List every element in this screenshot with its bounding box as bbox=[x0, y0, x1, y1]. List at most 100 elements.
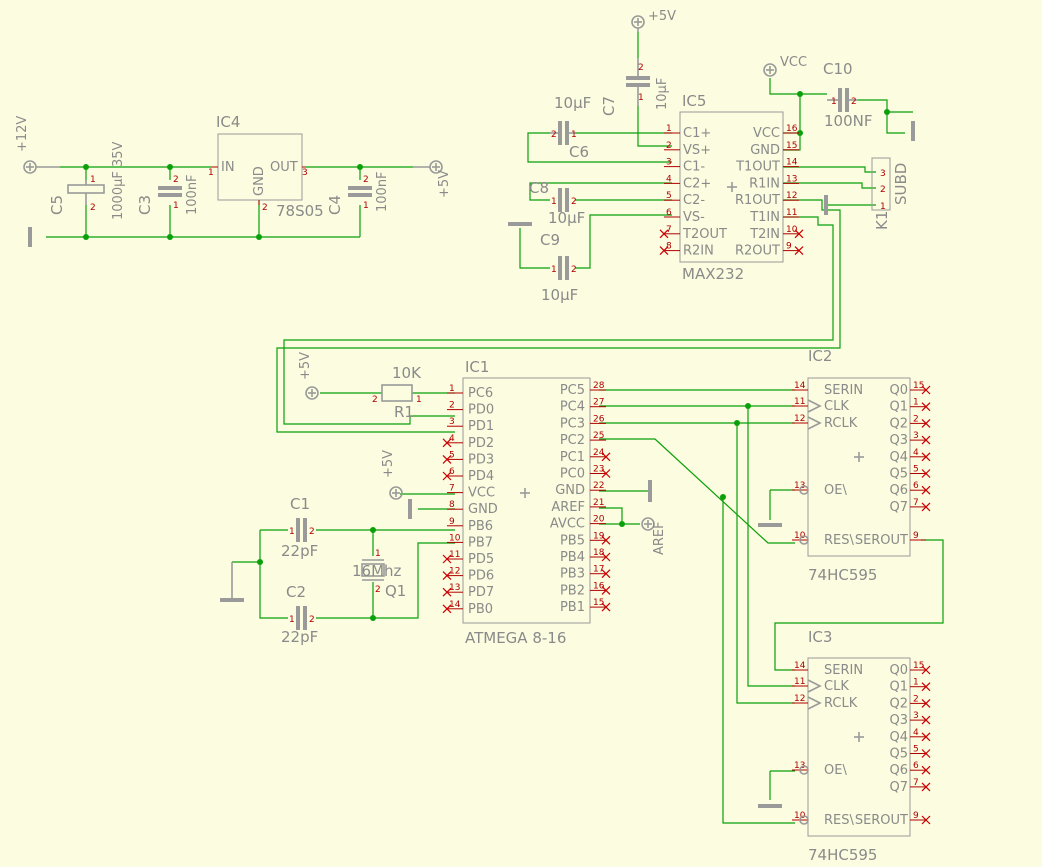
ic2-left-pin-number: 10 bbox=[794, 531, 806, 541]
c2-ref: C2 bbox=[286, 583, 306, 601]
ic3-right-pin-number: 2 bbox=[913, 694, 919, 704]
svg-text:2: 2 bbox=[173, 175, 179, 185]
ic2-right-pin-number: 9 bbox=[913, 531, 919, 541]
ic1-right-pin-number: 26 bbox=[593, 414, 605, 424]
ic5-left-pin-label: C2- bbox=[683, 193, 705, 208]
ic1-left-pin-number: 10 bbox=[449, 533, 461, 543]
ic1-right-pin-label: PC5 bbox=[560, 383, 585, 398]
ic5-value: MAX232 bbox=[682, 265, 744, 283]
ic5-left-pin-number: 1 bbox=[666, 124, 672, 134]
ic1-left-pin-label: PD3 bbox=[468, 452, 494, 467]
c1-value: 22pF bbox=[281, 542, 318, 560]
svg-text:2: 2 bbox=[375, 585, 381, 595]
ic5-right-pin-number: 12 bbox=[786, 191, 797, 201]
ic1-left-pin-label: PD6 bbox=[468, 569, 494, 584]
ic2-right-pin-label: Q4 bbox=[889, 450, 908, 465]
svg-text:1: 1 bbox=[90, 175, 96, 185]
c5-ref: C5 bbox=[48, 195, 66, 215]
ic2-74hc595[interactable]: IC2 74HC595 bbox=[807, 347, 911, 584]
ic5-right-pin-number: 14 bbox=[786, 158, 798, 168]
r1-value: 10K bbox=[392, 364, 422, 382]
ic3-right-pin-label: Q6 bbox=[889, 763, 908, 778]
ic3-left-pin-number: 14 bbox=[794, 661, 806, 671]
ic2-right-pin-label: Q0 bbox=[889, 383, 908, 398]
svg-text:2: 2 bbox=[309, 615, 315, 625]
ic5-max232[interactable]: IC5 MAX232 bbox=[679, 92, 784, 283]
ic3-left-pin-number: 10 bbox=[794, 811, 806, 821]
capacitor-c7[interactable]: 21 C7 10µF bbox=[600, 58, 670, 116]
ic1-left-pin-number: 6 bbox=[449, 467, 455, 477]
ic1-left-pin-number: 14 bbox=[449, 600, 461, 610]
ic5-right-pin-label: GND bbox=[750, 143, 780, 158]
ic3-right-pin-number: 9 bbox=[913, 811, 919, 821]
ic4-pin-in-num: 1 bbox=[208, 168, 214, 178]
ic2-right-pin-number: 15 bbox=[913, 381, 924, 391]
ic1-right-pin-label: PB3 bbox=[560, 567, 585, 582]
ic1-right-pin-label: PC1 bbox=[560, 450, 585, 465]
ic3-right-pin-number: 6 bbox=[913, 761, 919, 771]
ic1-left-pin-number: 7 bbox=[449, 484, 455, 494]
ic1-right-pin-label: PC3 bbox=[560, 416, 585, 431]
c10-ref: C10 bbox=[823, 60, 853, 78]
ic1-left-pin-label: VCC bbox=[468, 486, 495, 501]
ic5-right-pin-number: 9 bbox=[786, 242, 792, 252]
ic5-left-pin-label: C1+ bbox=[683, 126, 711, 141]
k1-ref: K1 bbox=[873, 211, 891, 230]
ic1-left-pin-label: PB7 bbox=[468, 535, 493, 550]
ic5-left-pin-number: 6 bbox=[666, 208, 672, 218]
ic1-right-pin-label: PC0 bbox=[560, 467, 585, 482]
k1-value: SUBD bbox=[892, 163, 910, 205]
ic1-value: ATMEGA 8-16 bbox=[465, 629, 566, 647]
ic4-value: 78S05 bbox=[276, 202, 324, 220]
crystal-q1[interactable]: 12 16Mhz Q1 bbox=[352, 549, 406, 600]
ic4-pin-gnd-label: GND bbox=[252, 166, 267, 196]
capacitor-c3[interactable]: 21 C3 100nF bbox=[136, 174, 200, 215]
ic1-left-pin-label: PD5 bbox=[468, 552, 494, 567]
c8-ref: C8 bbox=[529, 179, 549, 197]
ic3-74hc595[interactable]: IC3 74HC595 bbox=[807, 628, 911, 864]
ic1-right-pin-label: PB1 bbox=[560, 600, 585, 615]
ic5-right-pin-number: 15 bbox=[786, 141, 797, 151]
svg-text:1: 1 bbox=[551, 265, 557, 275]
ic5-left-pin-number: 5 bbox=[666, 191, 672, 201]
svg-text:2: 2 bbox=[372, 395, 378, 405]
ic1-left-pin-label: PD0 bbox=[468, 403, 494, 418]
ic5-right-pin-label: R2OUT bbox=[735, 244, 780, 259]
ic5-right-pin-number: 11 bbox=[786, 208, 797, 218]
ic5-right-pin-label: T1OUT bbox=[735, 160, 780, 175]
power-12v-label: +12V bbox=[15, 116, 30, 152]
ic5-left-pin-number: 4 bbox=[666, 174, 672, 184]
ic1-right-pin-label: PC4 bbox=[560, 400, 585, 415]
capacitor-c4[interactable]: 21 C4 100nF bbox=[326, 171, 390, 215]
svg-text:2: 2 bbox=[571, 265, 577, 275]
power-5v-mcu-label: +5V bbox=[381, 450, 396, 478]
ic1-left-pin-number: 5 bbox=[449, 450, 455, 460]
ic4-regulator[interactable]: IC4 IN OUT GND 1 2 3 78S05 bbox=[208, 113, 324, 220]
ic2-right-pin-label: Q6 bbox=[889, 483, 908, 498]
ic1-atmega8[interactable]: IC1 ATMEGA 8-16 bbox=[462, 358, 591, 647]
ic5-right-pin-label: R1IN bbox=[749, 176, 780, 191]
ic3-right-pin-label: Q7 bbox=[889, 780, 908, 795]
ic5-left-pin-label: C2+ bbox=[683, 176, 711, 191]
ic2-value: 74HC595 bbox=[808, 566, 877, 584]
svg-text:2: 2 bbox=[571, 197, 577, 207]
ic3-right-pin-label: Q0 bbox=[889, 663, 908, 678]
ic2-left-pin-label: RCLK bbox=[824, 416, 858, 431]
ic2-left-pin-number: 14 bbox=[794, 381, 806, 391]
ic1-right-pin-number: 22 bbox=[593, 481, 604, 491]
ic3-right-pin-label: Q5 bbox=[889, 747, 908, 762]
ic4-pin-out-label: OUT bbox=[270, 160, 298, 175]
connector-k1[interactable]: 321 SUBD K1 bbox=[871, 157, 910, 230]
ic2-right-pin-number: 1 bbox=[913, 398, 919, 408]
ic1-right-pin-label: PB5 bbox=[560, 533, 585, 548]
capacitor-c5[interactable]: 12 C5 1000µF 35V bbox=[48, 141, 126, 220]
